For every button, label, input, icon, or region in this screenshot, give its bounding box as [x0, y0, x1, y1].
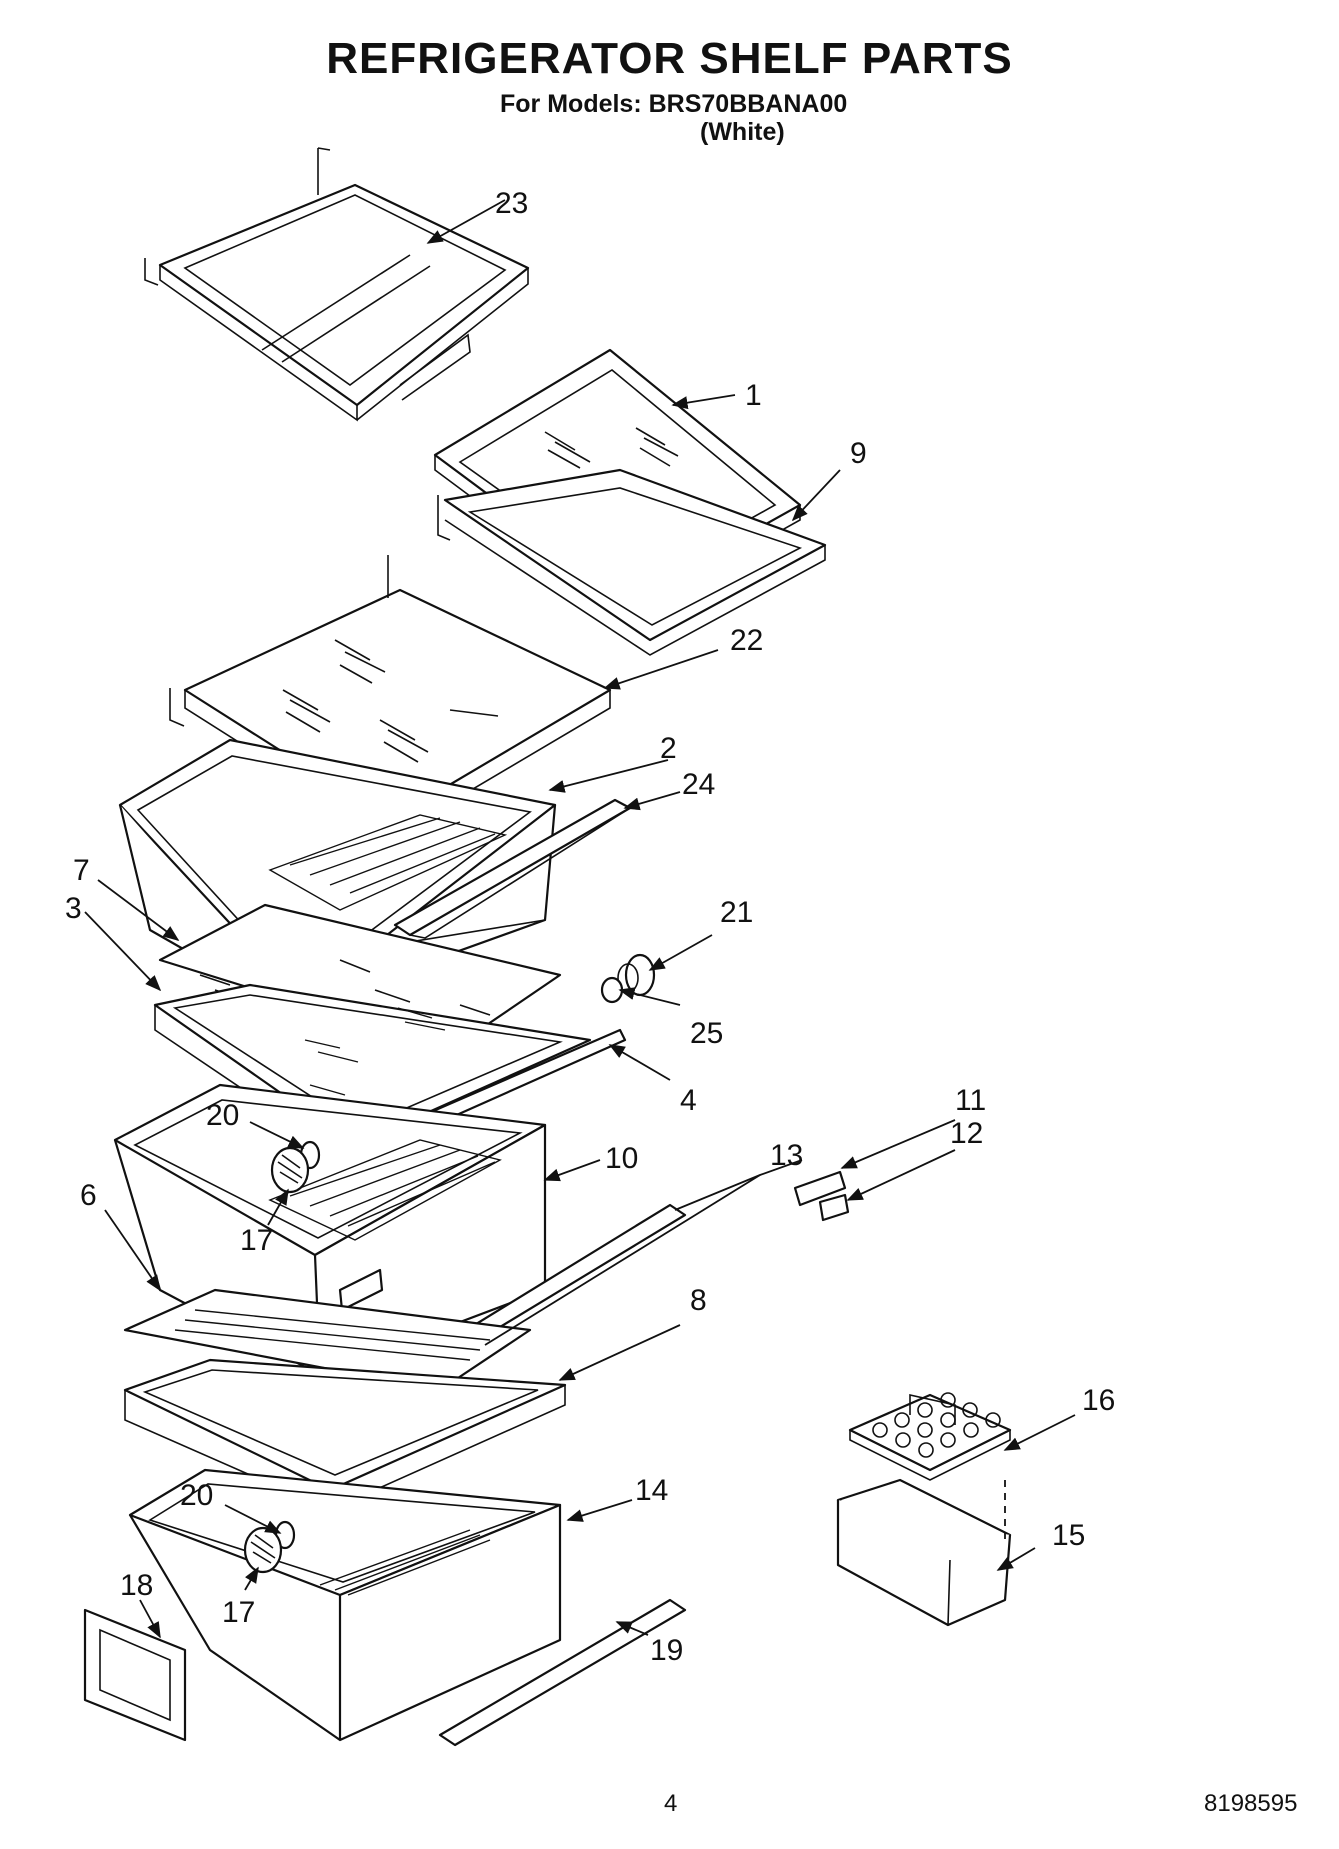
callout-11: 11 [955, 1084, 986, 1117]
part-17-lower-dial [243, 1526, 283, 1574]
part-15-egg-bin [836, 1478, 1012, 1627]
part-17-upper-dial [270, 1146, 310, 1194]
callout-1: 1 [745, 379, 762, 412]
page-number: 4 [664, 1790, 678, 1817]
callout-20-upper: 20 [206, 1099, 239, 1132]
document-number: 8198595 [1204, 1790, 1298, 1817]
color-line: (White) [700, 118, 785, 146]
callout-15: 15 [1052, 1519, 1085, 1552]
callout-3: 3 [65, 892, 82, 925]
part-16-egg-tray [848, 1392, 1012, 1481]
models-line: For Models: BRS70BBANA00 [500, 90, 848, 118]
callout-19: 19 [650, 1634, 683, 1667]
part-19-handle-trim [438, 1598, 687, 1747]
callout-8: 8 [690, 1284, 707, 1317]
part-11-clip [793, 1170, 847, 1207]
part-18-badge [83, 1608, 187, 1742]
part-25-knob-stem [600, 976, 624, 1004]
callout-25: 25 [690, 1017, 723, 1050]
callout-16: 16 [1082, 1384, 1115, 1417]
callout-10: 10 [605, 1142, 638, 1175]
callout-20-lower: 20 [180, 1479, 213, 1512]
callout-labels: 23 1 9 22 2 24 7 3 21 25 4 20 11 13 12 1… [65, 187, 1115, 1667]
callout-7: 7 [73, 854, 90, 887]
callout-12: 12 [950, 1117, 983, 1150]
callout-17-lower: 17 [222, 1596, 255, 1629]
callout-23: 23 [495, 187, 528, 220]
callout-9: 9 [850, 437, 867, 470]
callout-13: 13 [770, 1139, 803, 1172]
leader-arrows [84, 199, 1076, 1639]
callout-18: 18 [120, 1569, 153, 1602]
part-23-shelf-frame [144, 147, 530, 422]
callout-21: 21 [720, 896, 753, 929]
part-21-knob [617, 953, 656, 997]
part-9-shelf-frame [437, 468, 827, 656]
callout-17-upper: 17 [240, 1224, 273, 1257]
callout-14: 14 [635, 1474, 668, 1507]
part-12-clip [818, 1193, 850, 1222]
callout-6: 6 [80, 1179, 97, 1212]
callout-22: 22 [730, 624, 763, 657]
callout-2: 2 [660, 732, 677, 765]
part-8-cover-frame [123, 1358, 567, 1512]
page-title: REFRIGERATOR SHELF PARTS [326, 34, 1013, 83]
part-22-glass-shelf [169, 555, 612, 840]
callout-4: 4 [680, 1084, 697, 1117]
callout-24: 24 [682, 768, 715, 801]
